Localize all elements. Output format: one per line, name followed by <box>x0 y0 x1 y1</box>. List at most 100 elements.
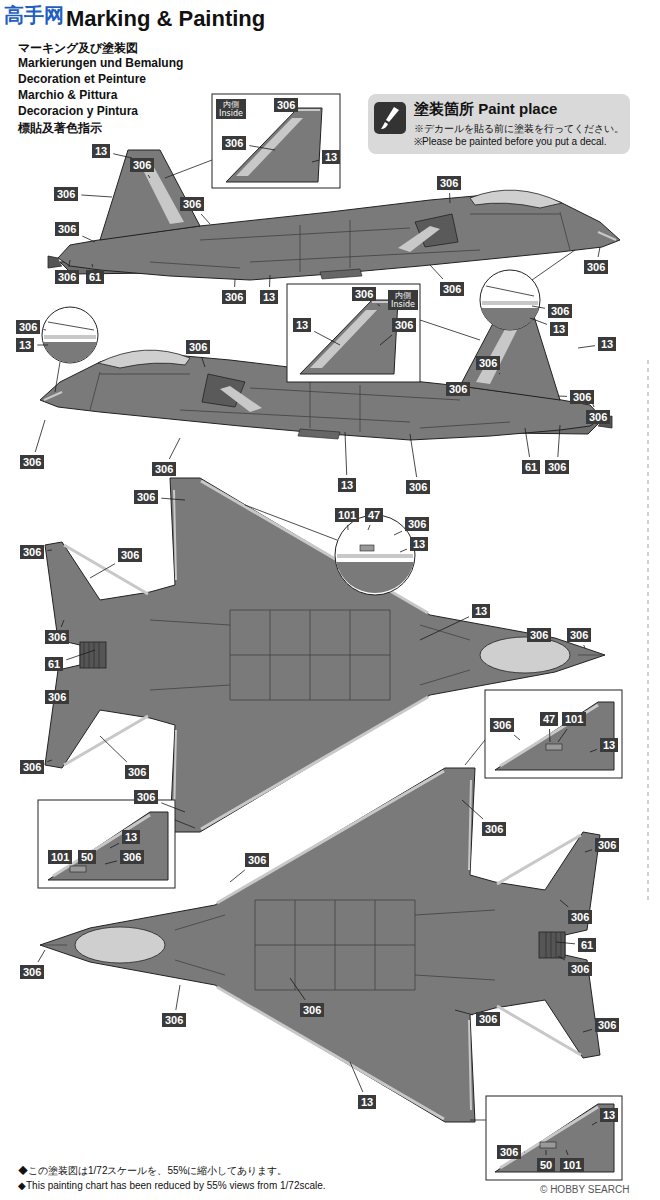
tail-inset-right <box>287 284 420 382</box>
leader-line <box>69 260 70 267</box>
callout-number: 13 <box>598 337 616 351</box>
leader-line <box>584 645 585 648</box>
light-detail <box>360 545 374 551</box>
pointer-line <box>420 320 480 340</box>
top-view <box>45 478 605 832</box>
heading-text: マーキング及び塗装図 <box>18 40 138 57</box>
leader-line <box>585 850 592 852</box>
leader-line <box>558 729 567 742</box>
detail-circle <box>335 515 415 595</box>
heading-text: Markierungen und Bemalung <box>18 56 183 70</box>
leader-line <box>410 434 417 477</box>
callout-number: 13 <box>122 830 140 844</box>
callout-number: 47 <box>365 508 383 522</box>
callout-number: 101 <box>48 850 72 864</box>
leader-line <box>100 736 127 762</box>
leader-line <box>598 247 600 257</box>
callout-number: 61 <box>86 270 104 284</box>
leader-line <box>110 843 119 848</box>
wingtip-inset <box>485 690 622 778</box>
callout-number: 306 <box>352 287 376 301</box>
inset-frame <box>287 284 420 382</box>
leader-line <box>420 617 469 640</box>
detail-fill <box>336 562 414 593</box>
leader-line <box>566 1150 568 1155</box>
callout-number: 13 <box>322 150 340 164</box>
leader-line <box>92 264 94 267</box>
leader-line <box>350 1062 363 1092</box>
leader-line <box>314 331 340 345</box>
callout-number: 306 <box>118 548 142 562</box>
callout-number: 306 <box>130 158 154 172</box>
leader-line <box>578 346 595 348</box>
leader-line <box>558 956 565 960</box>
callout-number: 306 <box>437 176 461 190</box>
light-detail <box>540 1142 556 1148</box>
callout-number: 61 <box>578 938 596 952</box>
paint-icon <box>374 102 406 134</box>
callout-number: 50 <box>537 1158 555 1172</box>
callout-number: 306 <box>274 98 298 112</box>
callout-number: 13 <box>16 338 34 352</box>
detail-stripe <box>44 335 96 339</box>
leader-line <box>368 525 370 530</box>
callout-number: 306 <box>406 480 430 494</box>
leader-line <box>532 306 545 308</box>
leader-line <box>37 345 48 346</box>
callout-number: 13 <box>600 1108 618 1122</box>
icon-ground <box>374 102 406 134</box>
callout-number: 306 <box>222 290 246 304</box>
leader-line <box>169 438 180 459</box>
leader-line <box>90 564 115 578</box>
pointer-line <box>165 160 212 178</box>
leader-line <box>556 942 575 944</box>
wingtip-inset <box>486 1096 622 1180</box>
inside-tag: 内側 Inside <box>388 290 418 310</box>
leader-line <box>462 800 483 819</box>
callout-number: 101 <box>560 1158 584 1172</box>
leader-line <box>312 160 319 162</box>
wingtip-detail <box>495 1104 614 1172</box>
page-title: Marking & Painting <box>66 6 265 32</box>
callout-number: 306 <box>45 630 69 644</box>
callout-number: 50 <box>78 850 96 864</box>
pointer-line <box>470 1120 486 1121</box>
leader-line <box>558 396 567 397</box>
callout-number: 306 <box>245 853 269 867</box>
leader-line <box>400 549 407 552</box>
leader-line <box>380 335 392 345</box>
callout-number: 306 <box>497 1145 521 1159</box>
panel-note: ※デカールを貼る前に塗装を行ってください。 <box>414 122 624 135</box>
callout-number: 306 <box>16 320 40 334</box>
heading-text: Marchio & Pittura <box>18 88 117 102</box>
detail-circle-frame <box>480 270 540 330</box>
callout-number: 306 <box>45 690 69 704</box>
leader-line <box>176 985 180 1010</box>
callout-number: 306 <box>482 822 506 836</box>
callout-number: 13 <box>472 604 490 618</box>
brush-symbol <box>381 107 399 129</box>
callout-number: 13 <box>600 738 618 752</box>
callout-number: 13 <box>338 478 356 492</box>
callout-number: 306 <box>300 1003 324 1017</box>
callout-number: 306 <box>545 460 569 474</box>
inset-frame <box>212 94 340 188</box>
leader-line <box>558 425 560 457</box>
tail-detail <box>300 300 398 374</box>
leader-line <box>269 275 270 287</box>
callout-number: 13 <box>358 1095 376 1109</box>
leader-line <box>35 420 45 452</box>
leader-line <box>530 318 547 324</box>
leader-line <box>47 550 52 551</box>
footnote: ◆This painting chart has been reduced by… <box>18 1180 326 1191</box>
heading-text: Decoration et Peinture <box>18 72 146 86</box>
callout-number: 306 <box>476 1012 500 1026</box>
inside-tag: 内側 Inside <box>216 99 246 119</box>
callout-number: 306 <box>568 962 592 976</box>
heading-text: 標貼及著色指示 <box>18 120 102 137</box>
wingtip-stripe <box>53 815 150 876</box>
footnote: ◆この塗装図は1/72スケールを、55%に縮小してあります。 <box>18 1164 287 1178</box>
detail-circle-frame <box>335 515 415 595</box>
leader-line <box>549 729 550 742</box>
